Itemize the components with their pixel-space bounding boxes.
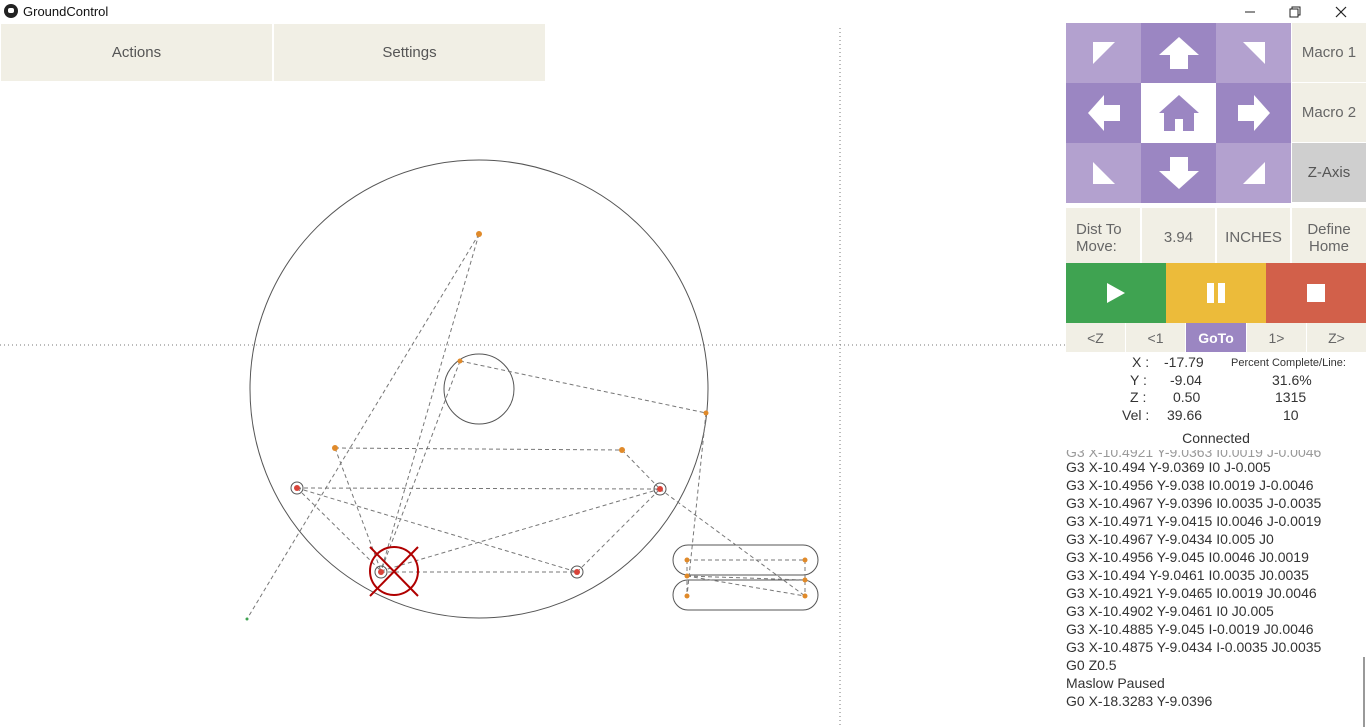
- z-value: 0.50: [1173, 389, 1201, 405]
- arrow-down-icon: [1158, 157, 1199, 189]
- percent-value: 31.6%: [1272, 372, 1312, 388]
- dist-to-move-value[interactable]: 3.94: [1142, 208, 1215, 267]
- y-value: -9.04: [1170, 372, 1202, 388]
- gcode-line: G3 X-10.4967 Y-9.0396 I0.0035 J-0.0035: [1066, 495, 1322, 511]
- jog-up-button[interactable]: [1141, 23, 1216, 83]
- percent-complete-label: Percent Complete/Line:: [1231, 357, 1346, 369]
- jog-down-left-button[interactable]: [1066, 143, 1141, 203]
- gcode-line: G3 X-10.4956 Y-9.045 I0.0046 J0.0019: [1066, 549, 1309, 565]
- arrow-right-icon: [1237, 95, 1270, 131]
- slot-path-bottom: [672, 579, 819, 611]
- jog-left-button[interactable]: [1066, 83, 1141, 143]
- jog-down-button[interactable]: [1141, 143, 1216, 203]
- gcode-line: G3 X-10.4971 Y-9.0415 I0.0046 J-0.0019: [1066, 513, 1322, 529]
- arrow-up-right-icon: [1242, 42, 1265, 64]
- console-scrollbar[interactable]: [1363, 657, 1365, 727]
- pause-button[interactable]: [1166, 263, 1266, 323]
- stop-button[interactable]: [1266, 263, 1366, 323]
- gcode-line: G3 X-10.4885 Y-9.045 I-0.0019 J0.0046: [1066, 621, 1314, 637]
- close-button[interactable]: [1318, 0, 1364, 23]
- gcode-line: G3 X-10.4956 Y-9.038 I0.0019 J-0.0046: [1066, 477, 1314, 493]
- z-axis-button[interactable]: Z-Axis: [1292, 143, 1366, 202]
- gcode-line: G3 X-10.4921 Y-9.0465 I0.0019 J0.0046: [1066, 585, 1317, 601]
- window-title: GroundControl: [23, 4, 109, 19]
- gcode-canvas[interactable]: [0, 23, 1066, 728]
- home-icon: [1158, 95, 1199, 131]
- gcode-line: G3 X-10.4875 Y-9.0434 I-0.0035 J0.0035: [1066, 639, 1322, 655]
- outer-circle-path: [249, 159, 709, 619]
- gcode-line: G3 X-10.494 Y-9.0369 I0 J-0.005: [1066, 459, 1271, 475]
- gcode-line: G3 X-10.4967 Y-9.0434 I0.005 J0: [1066, 531, 1274, 547]
- play-icon: [1107, 283, 1125, 303]
- pause-icon: [1207, 283, 1225, 303]
- units-toggle[interactable]: INCHES: [1217, 208, 1290, 267]
- minimize-icon: [1245, 11, 1255, 12]
- jog-up-right-button[interactable]: [1216, 23, 1291, 83]
- x-value: -17.79: [1164, 354, 1204, 370]
- extra-value: 10: [1283, 407, 1299, 423]
- define-home-button[interactable]: Define Home: [1292, 208, 1366, 267]
- arrow-down-right-icon: [1242, 162, 1265, 184]
- restore-button[interactable]: [1272, 0, 1318, 23]
- restore-icon: [1289, 6, 1301, 17]
- goto-button[interactable]: GoTo: [1186, 323, 1246, 352]
- toolpath-points: [245, 231, 808, 621]
- arrow-up-icon: [1158, 37, 1199, 69]
- gcode-line-partial: G3 X-10.4921 Y-9.0363 I0.0019 J-0.0046: [1066, 450, 1322, 460]
- line-number-value: 1315: [1275, 389, 1307, 405]
- settings-button[interactable]: Settings: [274, 24, 545, 81]
- toolpath-drawing: [0, 28, 1066, 728]
- inner-circle-path: [443, 353, 515, 425]
- slot-path-top: [672, 544, 819, 576]
- dist-to-move-label: Dist To Move:: [1066, 208, 1140, 267]
- vel-value: 39.66: [1167, 407, 1203, 423]
- router-position-crosshair-icon: [369, 546, 419, 597]
- minimize-button[interactable]: [1227, 0, 1273, 23]
- gcode-line: G3 X-10.4902 Y-9.0461 I0 J0.005: [1066, 603, 1274, 619]
- jog-up-left-button[interactable]: [1066, 23, 1141, 83]
- control-panel: Macro 1 Macro 2 Z-Axis Dist To Move: 3.9…: [1066, 23, 1366, 728]
- jog-right-button[interactable]: [1216, 83, 1291, 143]
- actions-button[interactable]: Actions: [1, 24, 272, 81]
- x-label: X :: [1132, 354, 1150, 370]
- arrow-down-left-icon: [1092, 162, 1115, 184]
- line-forward-button[interactable]: 1>: [1247, 323, 1306, 352]
- arrow-up-left-icon: [1092, 42, 1115, 64]
- macro-1-button[interactable]: Macro 1: [1292, 23, 1366, 82]
- play-button[interactable]: [1066, 263, 1166, 323]
- z-label: Z :: [1130, 389, 1147, 405]
- stop-icon: [1307, 284, 1325, 302]
- gcode-line: G0 X-18.3283 Y-9.0396: [1066, 693, 1213, 709]
- z-back-button[interactable]: <Z: [1066, 323, 1125, 352]
- gcode-console[interactable]: G3 X-10.4921 Y-9.0363 I0.0019 J-0.0046 G…: [1066, 450, 1366, 728]
- connection-status: Connected: [1182, 430, 1250, 446]
- gcode-line: Maslow Paused: [1066, 675, 1165, 691]
- gcode-line: G3 X-10.494 Y-9.0461 I0.0035 J0.0035: [1066, 567, 1309, 583]
- jog-down-right-button[interactable]: [1216, 143, 1291, 203]
- gcode-line: G0 Z0.5: [1066, 657, 1117, 673]
- app-logo-icon: [4, 4, 18, 18]
- home-button[interactable]: [1141, 83, 1216, 143]
- title-bar: GroundControl: [0, 0, 1366, 23]
- macro-2-button[interactable]: Macro 2: [1292, 83, 1366, 142]
- close-icon: [1335, 6, 1347, 17]
- y-label: Y :: [1130, 372, 1147, 388]
- vel-label: Vel :: [1122, 407, 1150, 423]
- line-back-button[interactable]: <1: [1126, 323, 1185, 352]
- z-forward-button[interactable]: Z>: [1307, 323, 1366, 352]
- rapid-moves: [246, 233, 806, 620]
- arrow-left-icon: [1087, 95, 1120, 131]
